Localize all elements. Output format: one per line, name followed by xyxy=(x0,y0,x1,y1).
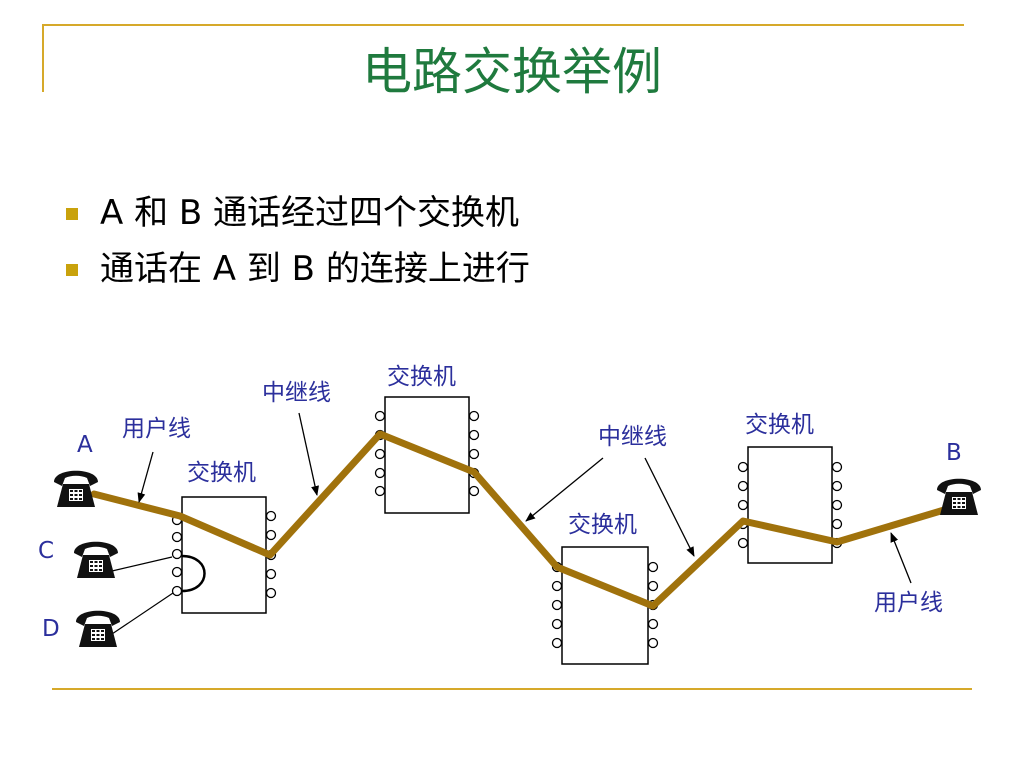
trunk-line-label-right: 中继线 xyxy=(598,424,667,450)
telephone-icon xyxy=(54,470,98,507)
arrow-user-line-left xyxy=(137,451,154,503)
phone-d-label: D xyxy=(42,616,60,642)
bullet-item: A 和 B 通话经过四个交换机 xyxy=(62,188,530,244)
switch-4-label: 交换机 xyxy=(745,412,814,438)
bullet-text: A 和 B 通话经过四个交换机 xyxy=(100,193,520,233)
bullet-square-icon xyxy=(66,208,78,220)
telephone-icon xyxy=(76,610,120,647)
phone-c-label: C xyxy=(38,538,54,564)
trunk-line-label-left: 中继线 xyxy=(262,380,331,406)
arrow-trunk-right xyxy=(644,457,695,557)
switch-1 xyxy=(171,496,277,614)
phone-a-label: A xyxy=(77,432,93,458)
bullet-square-icon xyxy=(66,264,78,276)
user-line-label-right: 用户线 xyxy=(874,590,943,616)
frame-bottom-rule xyxy=(52,688,972,690)
switch-4 xyxy=(737,446,843,564)
switch-3-label: 交换机 xyxy=(568,512,637,538)
telephone-icon xyxy=(937,478,981,515)
switch-3 xyxy=(551,546,659,665)
user-line-label-left: 用户线 xyxy=(122,416,191,442)
bullet-list: A 和 B 通话经过四个交换机 通话在 A 到 B 的连接上进行 xyxy=(62,188,530,300)
switch-1-label: 交换机 xyxy=(187,460,256,486)
arrow-trunk-left xyxy=(298,412,319,496)
line-d xyxy=(111,592,174,635)
arrow-user-line-right xyxy=(890,532,912,584)
telephone-icon xyxy=(74,541,118,578)
phone-b-label: B xyxy=(946,440,962,466)
bullet-text: 通话在 A 到 B 的连接上进行 xyxy=(100,249,530,289)
bullet-item: 通话在 A 到 B 的连接上进行 xyxy=(62,244,530,300)
switch-2-label: 交换机 xyxy=(387,364,456,390)
line-c xyxy=(111,556,173,572)
frame-top-rule xyxy=(42,24,964,26)
slide-title: 电路交换举例 xyxy=(362,43,662,101)
circuit-path xyxy=(90,430,948,610)
arrow-trunk-mid xyxy=(525,457,604,522)
frame-left-rule xyxy=(42,24,44,92)
